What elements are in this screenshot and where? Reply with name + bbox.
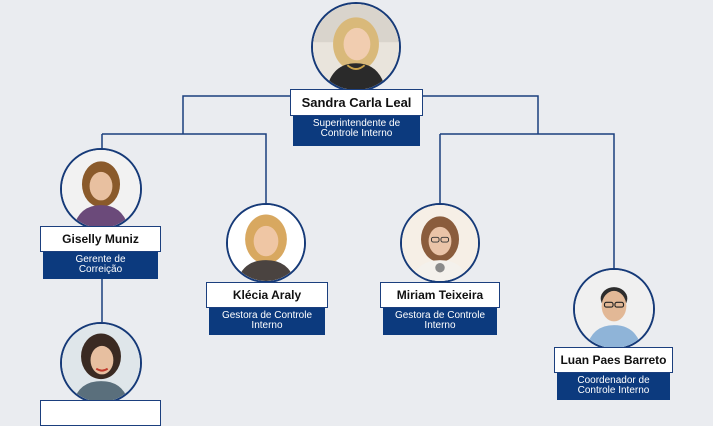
role-sandra-line2: Controle Interno bbox=[320, 128, 393, 139]
role-giselly-line1: Gerente de bbox=[75, 254, 126, 265]
name-bottom bbox=[40, 400, 161, 426]
role-miriam-line2: Interno bbox=[424, 320, 456, 331]
connector-sandra-right bbox=[423, 95, 539, 134]
avatar-sandra bbox=[311, 2, 401, 92]
role-klecia-line1: Gestora de Controle bbox=[221, 310, 313, 321]
role-klecia-line2: Interno bbox=[251, 320, 283, 331]
connector-sandra-left bbox=[182, 95, 290, 134]
name-klecia: Klécia Araly bbox=[206, 282, 328, 308]
connector-left-branch bbox=[102, 133, 267, 205]
role-luan-line2: Controle Interno bbox=[577, 385, 650, 396]
name-miriam: Miriam Teixeira bbox=[380, 282, 500, 308]
portrait-photo-icon bbox=[575, 270, 653, 348]
name-sandra: Sandra Carla Leal bbox=[290, 89, 423, 116]
role-miriam: Gestora de Controle Interno bbox=[383, 308, 497, 335]
connector-right-branch bbox=[440, 133, 615, 270]
avatar-giselly bbox=[60, 148, 142, 230]
portrait-photo-icon bbox=[313, 4, 399, 90]
avatar-klecia bbox=[226, 203, 306, 283]
role-giselly: Gerente de Correição bbox=[43, 252, 158, 279]
name-luan: Luan Paes Barreto bbox=[554, 347, 673, 373]
role-luan-line1: Coordenador de bbox=[577, 375, 650, 386]
avatar-luan bbox=[573, 268, 655, 350]
portrait-photo-icon bbox=[402, 205, 478, 281]
avatar-bottom bbox=[60, 322, 142, 404]
role-luan: Coordenador de Controle Interno bbox=[557, 373, 670, 400]
name-giselly: Giselly Muniz bbox=[40, 226, 161, 252]
role-klecia: Gestora de Controle Interno bbox=[209, 308, 325, 335]
avatar-miriam bbox=[400, 203, 480, 283]
role-giselly-line2: Correição bbox=[78, 264, 123, 275]
portrait-photo-icon bbox=[62, 150, 140, 228]
portrait-photo-icon bbox=[228, 205, 304, 281]
role-miriam-line1: Gestora de Controle bbox=[394, 310, 486, 321]
portrait-photo-icon bbox=[62, 324, 140, 402]
role-sandra-line1: Superintendente de bbox=[312, 118, 401, 129]
org-connectors bbox=[101, 95, 615, 322]
role-sandra: Superintendente de Controle Interno bbox=[293, 116, 420, 146]
